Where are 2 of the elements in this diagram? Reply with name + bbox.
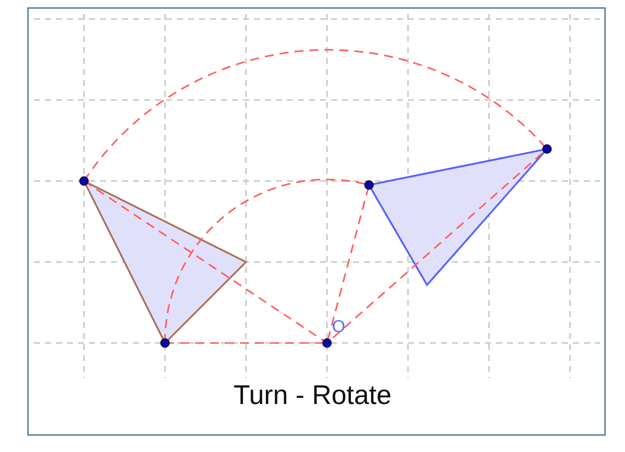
point-label: O [332, 317, 346, 336]
caption: Turn - Rotate [233, 380, 392, 410]
